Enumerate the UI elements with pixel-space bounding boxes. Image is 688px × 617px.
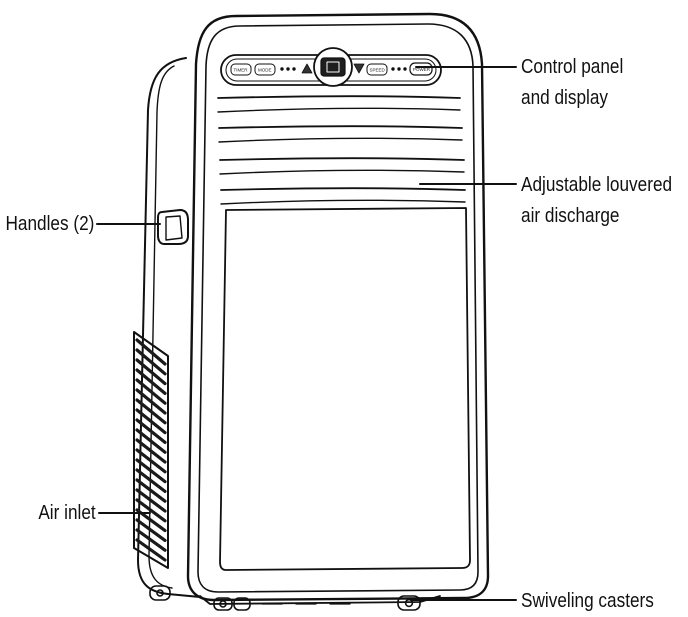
grille-slat <box>135 418 167 444</box>
display-digits <box>326 61 340 73</box>
indicator-dot <box>397 67 401 71</box>
front-body-outer <box>186 12 490 602</box>
louver-4-lower <box>220 199 466 205</box>
louver-3-lower <box>219 169 465 175</box>
grille-slat <box>135 338 167 366</box>
indicator-dot <box>292 67 296 71</box>
timer-button <box>230 63 252 76</box>
caster-front-center <box>233 597 251 611</box>
callout-control-panel: Control panel and display <box>521 52 623 114</box>
louver-3 <box>219 157 465 161</box>
callout-louvers-line2: air discharge <box>521 205 620 227</box>
callout-handles-label: Handles (2) <box>5 213 94 235</box>
callout-casters-label: Swiveling casters <box>521 590 654 612</box>
grille-slat <box>135 378 167 405</box>
down-arrow-icon <box>353 63 365 74</box>
louver-4 <box>220 187 466 191</box>
grille-slat <box>135 358 167 386</box>
callout-control-panel-line1: Control panel <box>521 56 624 78</box>
speed-button <box>366 63 388 76</box>
caster-front-left <box>213 597 233 611</box>
grille-slat <box>135 448 167 474</box>
handle <box>157 209 189 245</box>
caster-front-right <box>397 595 421 611</box>
callout-handles: Handles (2) <box>5 209 94 240</box>
grille-slat <box>135 528 167 552</box>
callout-louvers: Adjustable louvered air discharge <box>521 170 672 232</box>
grille-slat <box>135 438 167 464</box>
callout-casters: Swiveling casters <box>521 586 654 617</box>
grille-slat <box>135 348 167 376</box>
mode-button-label: MODE <box>258 68 272 73</box>
louver-1 <box>217 95 461 99</box>
grille-slat <box>135 458 167 484</box>
grille-slat <box>135 538 167 562</box>
louver-2 <box>218 125 463 129</box>
speed-button-label: SPEED <box>370 68 386 73</box>
front-body-inner <box>197 23 479 593</box>
indicator-dot <box>286 67 290 71</box>
louver-2-lower <box>218 137 463 143</box>
grille-slat <box>135 388 167 415</box>
louver-1-lower <box>217 107 461 113</box>
grille-slat <box>135 398 167 425</box>
timer-button-label: TIMER <box>234 68 249 73</box>
air-inlet-grille <box>133 331 169 569</box>
side-panel-inner <box>148 65 175 589</box>
grille-slat <box>135 518 167 543</box>
callout-control-panel-line2: and display <box>521 87 609 109</box>
indicator-dot <box>280 67 284 71</box>
power-button <box>409 62 433 76</box>
grille-slat <box>135 478 167 503</box>
indicator-dot <box>391 67 395 71</box>
grille-slat <box>135 428 167 454</box>
indicator-dot <box>403 67 407 71</box>
caster-rear-left <box>149 585 171 601</box>
callout-air-inlet: Air inlet <box>39 498 96 529</box>
grille-slat <box>135 468 167 493</box>
grille-slat <box>135 408 167 435</box>
power-button-label: POWER <box>413 67 431 72</box>
callout-air-inlet-label: Air inlet <box>38 502 96 524</box>
display-screen <box>320 57 346 77</box>
mode-button <box>254 63 276 76</box>
handle-inner <box>165 215 183 241</box>
grille-slat <box>135 488 167 513</box>
callout-louvers-line1: Adjustable louvered <box>521 174 673 196</box>
air-inlet-slats <box>135 338 167 562</box>
grille-slat <box>135 368 167 395</box>
up-arrow-icon <box>301 63 313 74</box>
front-panel <box>219 207 471 571</box>
grille-slat <box>135 498 167 523</box>
